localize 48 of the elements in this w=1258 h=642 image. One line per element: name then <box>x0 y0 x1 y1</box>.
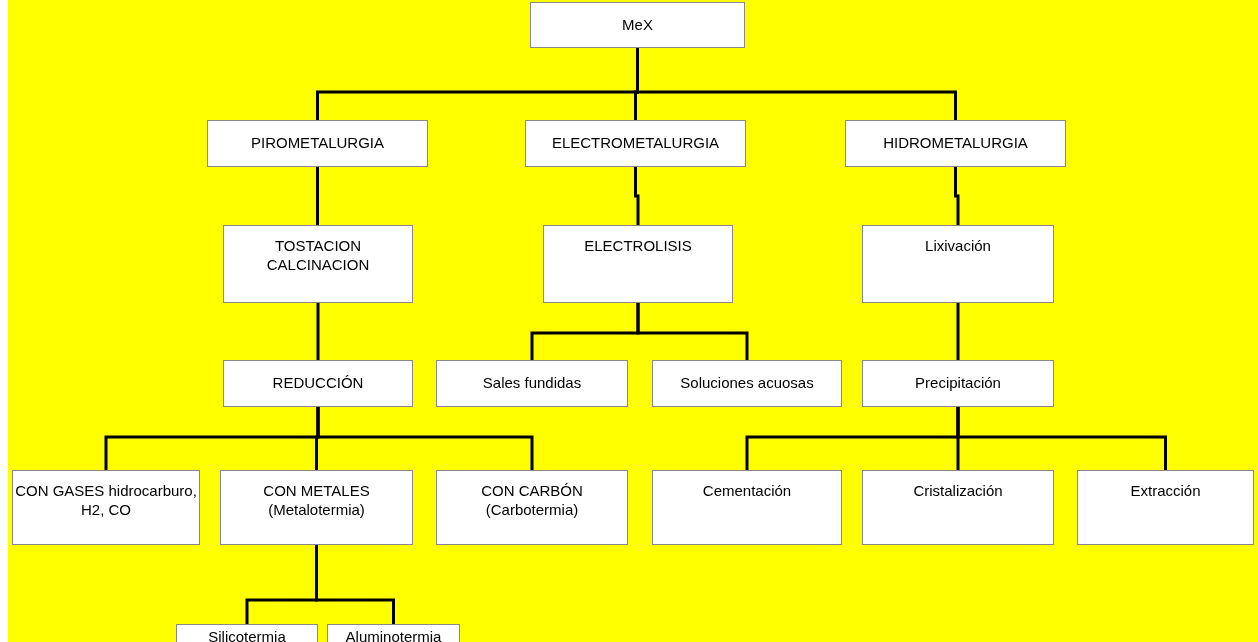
box-label: Extracción <box>1129 481 1202 500</box>
box-label: TOSTACION CALCINACION <box>265 236 371 274</box>
process-box <box>845 120 1066 167</box>
box-label: CON CARBÓN (Carbotermia) <box>480 481 584 519</box>
process-box <box>543 225 733 303</box>
process-box <box>525 120 746 167</box>
box-label: Cementación <box>701 481 793 500</box>
process-box <box>207 120 428 167</box>
connector-line <box>954 167 960 225</box>
connector-line <box>956 303 960 360</box>
connector-line <box>634 167 640 225</box>
box-label: Precipitación <box>914 373 1002 392</box>
box-label: CON METALES (Metalotermia) <box>262 481 371 519</box>
process-box <box>862 470 1054 545</box>
process-box <box>862 225 1054 303</box>
box-label: PIROMETALURGIA <box>249 133 386 152</box>
box-label: Lixivación <box>924 236 992 255</box>
box-label: Aluminotermia <box>344 627 443 642</box>
process-box <box>862 360 1054 407</box>
process-box <box>1077 470 1254 545</box>
box-label: Sales fundidas <box>481 373 583 392</box>
connector-line <box>316 407 534 470</box>
connector-line <box>316 303 320 360</box>
box-label: HIDROMETALURGIA <box>882 133 1029 152</box>
process-box <box>436 470 628 545</box>
process-box <box>530 2 745 48</box>
connector-line <box>636 303 749 360</box>
process-box <box>220 470 413 545</box>
box-label: REDUCCIÓN <box>271 373 365 392</box>
connector-line <box>636 48 957 120</box>
process-box <box>12 470 200 545</box>
process-box <box>436 360 628 407</box>
box-label: MeX <box>621 15 654 34</box>
process-box <box>652 470 842 545</box>
box-label: Soluciones acuosas <box>679 373 815 392</box>
box-label: ELECTROLISIS <box>583 236 693 255</box>
process-box <box>223 225 413 303</box>
process-box <box>223 360 413 407</box>
box-label: Silicotermia <box>207 627 287 642</box>
process-box <box>652 360 842 407</box>
connector-line <box>956 407 1167 470</box>
process-box <box>327 624 460 642</box>
process-box <box>176 624 318 642</box>
box-label: ELECTROMETALURGIA <box>550 133 721 152</box>
connector-line <box>316 167 319 225</box>
box-label: CON GASES hidrocarburo, H2, CO <box>14 481 198 519</box>
box-label: Cristalización <box>912 481 1004 500</box>
connector-line <box>315 545 395 624</box>
